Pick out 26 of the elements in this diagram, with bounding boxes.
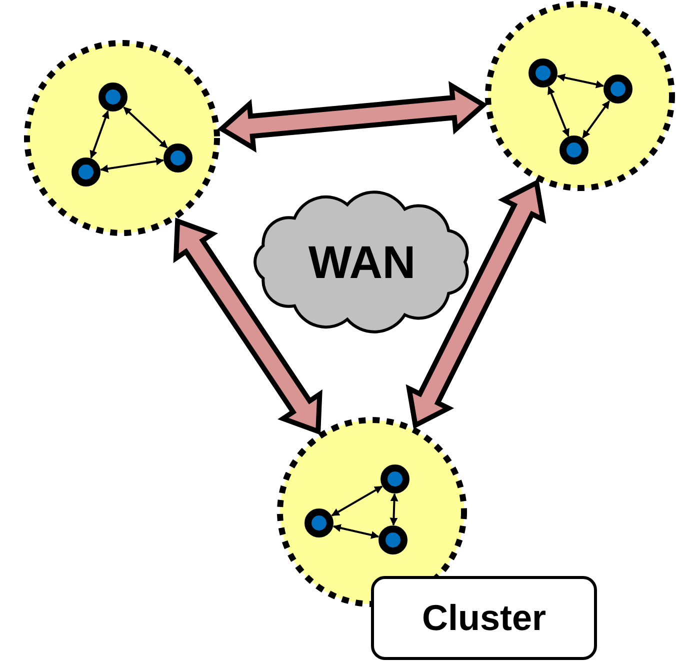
double-arrow [406,179,546,429]
arrow [123,106,168,148]
arrow [90,110,110,159]
cluster-circle [485,1,675,191]
host-node [98,82,128,112]
node-label: WAN [308,235,416,289]
arrow [331,486,383,516]
arrow [582,100,610,138]
arrow [390,493,398,526]
host-node [304,508,334,538]
arrow [556,74,604,88]
host-node [603,74,633,104]
host-node [559,135,589,165]
label-box [371,576,597,660]
double-arrow [217,81,488,153]
node-label: Cluster [422,597,546,639]
host-node [163,143,193,173]
arrow [332,524,380,539]
double-arrow [173,218,322,435]
host-node [528,58,558,88]
arrow [100,157,164,173]
cluster-circle [24,40,220,236]
arrow [548,86,570,137]
host-node [380,464,410,494]
host-node [378,525,408,555]
host-node [71,157,101,187]
